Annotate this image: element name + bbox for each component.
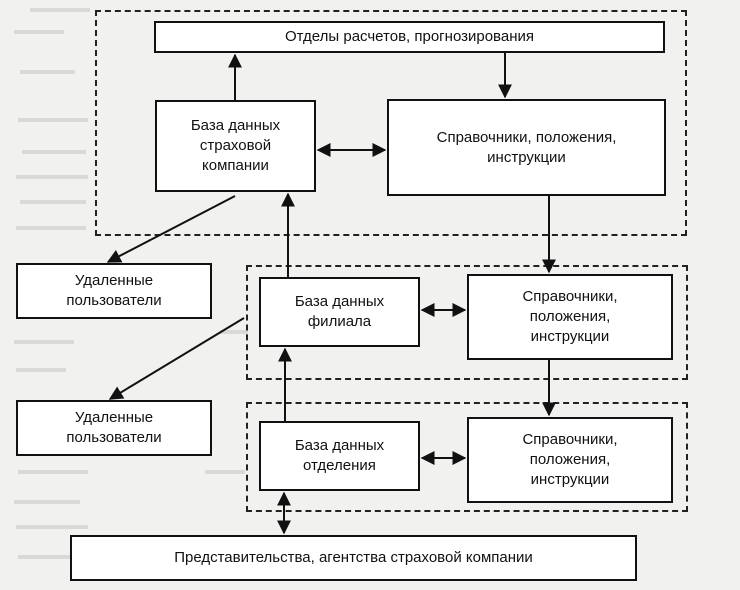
branch-database-box: База данных филиала: [259, 277, 420, 347]
department-group: [246, 402, 688, 512]
head-office-group: [95, 10, 687, 236]
calculation-departments-box: Отделы расчетов, прогнозирования: [154, 21, 665, 53]
agencies-box: Представительства, агентства страховой к…: [70, 535, 637, 581]
company-references-box: Справочники, положения, инструкции: [387, 99, 666, 196]
arrow-branch-to-remote-2: [108, 317, 245, 400]
remote-users-box-2: Удаленные пользователи: [16, 400, 212, 456]
branch-group: [246, 265, 688, 380]
branch-references-box: Справочники, положения, инструкции: [467, 274, 673, 360]
department-references-box: Справочники, положения, инструкции: [467, 417, 673, 503]
remote-users-box-1: Удаленные пользователи: [16, 263, 212, 319]
department-database-box: База данных отделения: [259, 421, 420, 491]
arrow-db-to-remote-1: [106, 195, 236, 263]
company-database-box: База данных страховой компании: [155, 100, 316, 192]
